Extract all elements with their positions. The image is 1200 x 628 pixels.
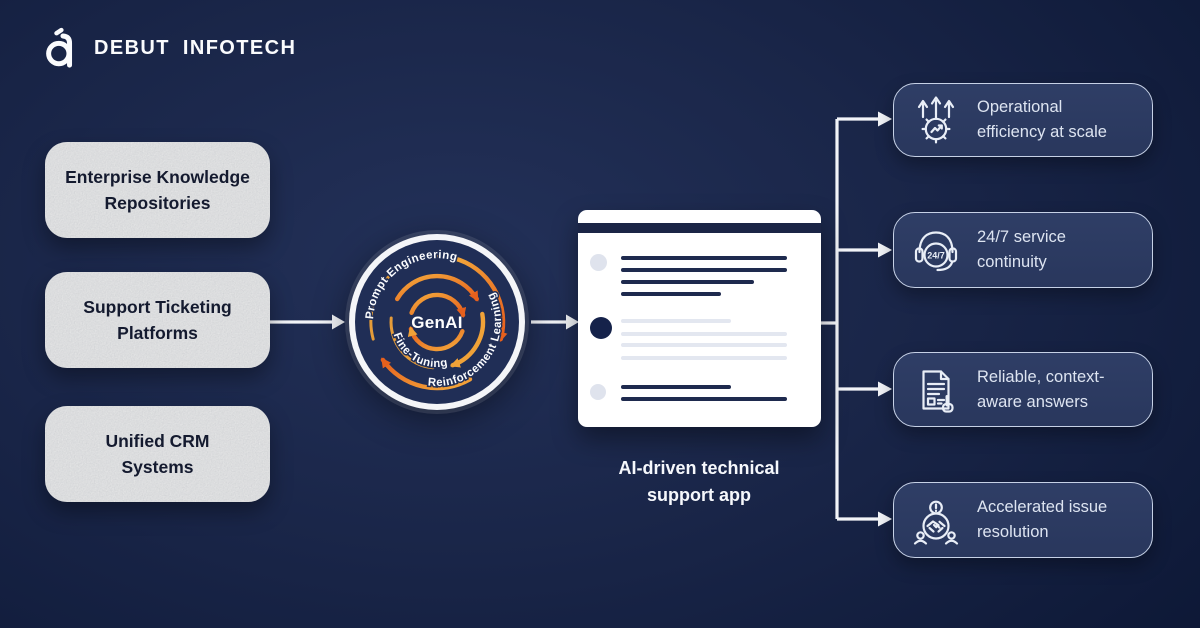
document-answers-icon [922,369,954,413]
source-label: Unified CRM Systems [105,431,210,477]
middle-arc-right [449,311,486,368]
wheel-face [355,240,519,404]
skeleton-line [621,292,721,296]
outer-arc-cw-bottom [380,357,473,391]
brand-logo: DEBUT INFOTECH [44,26,296,70]
skeleton-line [621,256,787,260]
noise-texture [45,272,270,368]
skeleton-line [621,280,754,284]
source-box-ticketing: Support Ticketing Platforms [45,272,270,368]
arrowhead-to-app [566,314,579,330]
source-label: Enterprise Knowledge Repositories [65,167,250,213]
skeleton-line [621,332,787,336]
benefit-label: Reliable, context- aware answers [977,367,1105,411]
skeleton-line [621,343,787,347]
list-bullet-active [590,317,612,339]
noise-texture [45,406,270,502]
brand-word-2: INFOTECH [182,36,297,59]
genai-core-label: GenAI [411,313,463,332]
handshake-alert-icon [913,500,959,545]
brand-wordmark: DEBUT INFOTECH [94,37,296,60]
efficiency-gear-icon [917,96,955,144]
arrowhead-branch-3 [878,381,892,397]
app-window [578,210,821,427]
noise-texture [45,142,270,238]
benefit-card-247: 24/7 24/7 service continuity [893,212,1153,288]
arrowhead-branch-4 [878,511,892,527]
outer-arc-cw-top [451,256,508,342]
brand-word-1: DEBUT [94,36,170,59]
middle-underlay-arc [389,316,435,370]
benefit-label: Operational efficiency at scale [977,98,1107,141]
arrowhead-to-wheel [332,314,345,330]
source-box-knowledge: Enterprise Knowledge Repositories [45,142,270,238]
skeleton-line [621,397,787,401]
genai-wheel: Prompt Engineering Reinforcement Learnin… [345,230,529,414]
debut-infotech-icon [46,27,73,68]
skeleton-line [621,356,787,360]
benefit-label: 24/7 service continuity [977,228,1066,271]
source-label: Support Ticketing Platforms [83,297,232,343]
source-box-crm: Unified CRM Systems [45,406,270,502]
arrowhead-branch-1 [878,111,892,127]
badge-247: 24/7 [927,251,945,261]
middle-arc-top [395,273,479,302]
benefit-label: Accelerated issue resolution [977,498,1108,541]
arrowhead-branch-2 [878,242,892,258]
list-bullet [590,384,606,400]
benefit-card-efficiency: Operational efficiency at scale [893,83,1153,157]
headset-247-icon: 24/7 [914,231,958,272]
inner-arc-bottom [407,326,465,352]
list-bullet [590,254,607,271]
inner-arc-top [409,292,467,318]
app-caption: AI-driven technical support app [618,458,780,505]
skeleton-line [621,385,731,389]
skeleton-line [621,319,731,323]
benefit-card-resolution: Accelerated issue resolution [893,482,1153,558]
benefit-card-answers: Reliable, context- aware answers [893,352,1153,427]
skeleton-line [621,268,787,272]
window-title-bar [578,223,821,233]
